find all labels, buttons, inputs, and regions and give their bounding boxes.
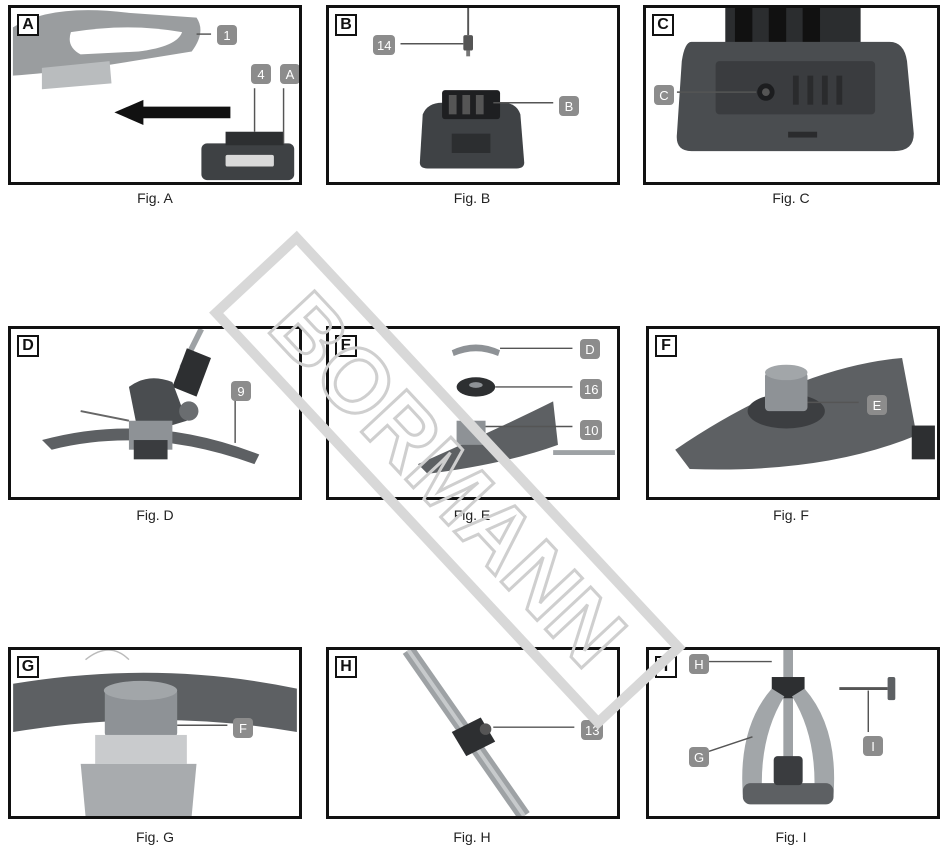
callout-14: 14	[373, 35, 396, 55]
figure-d: D 9	[8, 326, 302, 500]
callout-9: 9	[231, 381, 251, 401]
figure-e-illustration	[417, 344, 615, 474]
figure-g-illustration	[13, 650, 297, 816]
caption-fig-f: Fig. F	[773, 507, 809, 523]
figure-h-letter: H	[335, 656, 357, 678]
figure-d-letter: D	[17, 335, 39, 357]
figure-c-illustration	[676, 8, 914, 152]
callout-c: C	[654, 85, 674, 105]
figure-i-illustration	[708, 650, 896, 805]
caption-fig-b: Fig. B	[453, 190, 491, 206]
callout-b: B	[559, 96, 579, 116]
caption-fig-i: Fig. I	[775, 829, 807, 845]
figure-a-letter: A	[17, 14, 39, 36]
callout-e: E	[867, 395, 887, 415]
caption-fig-g: Fig. G	[135, 829, 175, 845]
figure-b-letter: B	[335, 14, 357, 36]
callout-i: I	[863, 736, 883, 756]
figure-f: F E	[646, 326, 940, 500]
callout-4: 4	[251, 64, 271, 84]
callout-13: 13	[581, 720, 604, 740]
figure-d-illustration	[42, 329, 260, 465]
figure-f-letter: F	[655, 335, 677, 357]
figure-b: B 14 B	[326, 5, 620, 185]
figure-g: G F	[8, 647, 302, 819]
figure-c: C C	[643, 5, 940, 185]
caption-fig-c: Fig. C	[772, 190, 810, 206]
caption-fig-a: Fig. A	[137, 190, 173, 206]
figure-f-illustration	[675, 357, 935, 470]
callout-f: F	[233, 718, 253, 738]
callout-d: D	[580, 339, 600, 359]
caption-fig-d: Fig. D	[136, 507, 174, 523]
callout-h: H	[689, 654, 709, 674]
figure-g-letter: G	[17, 656, 39, 678]
figure-e-letter: E	[335, 335, 357, 357]
figure-a-illustration	[12, 10, 295, 181]
figure-a: A 1 4 A	[8, 5, 302, 185]
caption-fig-e: Fig. E	[453, 507, 491, 523]
figure-b-illustration	[400, 8, 554, 169]
callout-1: 1	[217, 25, 237, 45]
callout-10: 10	[580, 420, 603, 440]
figure-e: E D 16 10	[326, 326, 620, 500]
callout-16: 16	[580, 379, 603, 399]
figure-h-illustration	[402, 650, 575, 816]
figure-i-letter: I	[655, 656, 677, 678]
callout-g: G	[689, 747, 709, 767]
figure-i: I H G I	[646, 647, 940, 819]
figure-c-letter: C	[652, 14, 674, 36]
figure-h: H 13	[326, 647, 620, 819]
caption-fig-h: Fig. H	[453, 829, 491, 845]
callout-a: A	[280, 64, 299, 84]
